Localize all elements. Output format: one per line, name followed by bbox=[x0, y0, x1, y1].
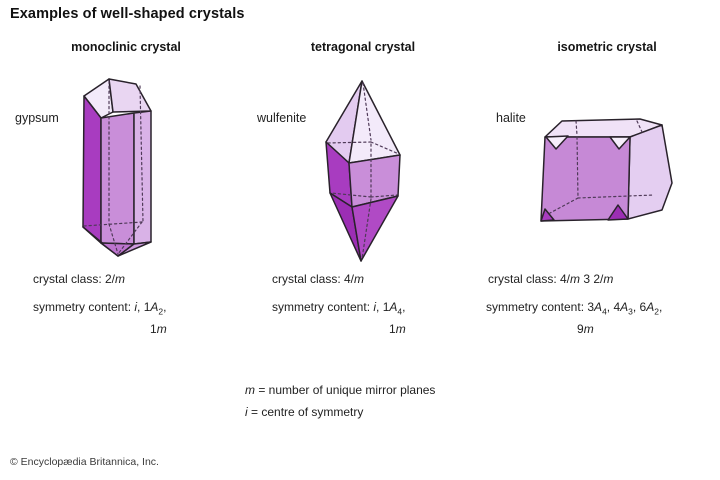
wulfenite-hidden-edge bbox=[362, 82, 372, 141]
crystal-class-monoclinic: crystal class: 2/m bbox=[33, 272, 126, 286]
label-wulfenite: wulfenite bbox=[257, 111, 307, 125]
symmetry-content-monoclinic-line2: 1m bbox=[150, 322, 167, 336]
halite-right-face bbox=[627, 124, 673, 220]
header-tetragonal: tetragonal crystal bbox=[310, 40, 416, 54]
wulfenite-hidden-edge bbox=[330, 192, 372, 198]
halite-corner-facet-top-left bbox=[545, 135, 569, 150]
wulfenite-hidden-edge bbox=[361, 198, 372, 260]
halite-corner-facet-bottom-right bbox=[607, 204, 629, 221]
halite-hidden-edge bbox=[576, 136, 579, 199]
halite-hidden-edge bbox=[577, 194, 655, 199]
gypsum-bevel-right-face bbox=[117, 241, 152, 257]
gypsum-left-face bbox=[82, 95, 102, 244]
gypsum-hidden-edge bbox=[83, 221, 143, 227]
halite-crystal-illustration bbox=[540, 118, 673, 222]
crystal-class-isometric: crystal class: 4/m 3 2/m bbox=[488, 272, 614, 286]
header-isometric: isometric crystal bbox=[557, 40, 657, 54]
halite-hidden-edge bbox=[636, 120, 643, 133]
symmetry-content-monoclinic: symmetry content: i, 1A2, bbox=[33, 300, 167, 317]
halite-hidden-edge bbox=[549, 197, 579, 214]
symmetry-content-tetragonal-line2: 1m bbox=[389, 322, 406, 336]
label-halite: halite bbox=[496, 111, 526, 125]
wulfenite-hidden-edge bbox=[326, 141, 372, 144]
wulfenite-hidden-edge bbox=[370, 141, 400, 155]
symmetry-content-tetragonal: symmetry content: i, 1A4, bbox=[272, 300, 406, 317]
halite-corner-facet-top-right bbox=[609, 136, 631, 150]
symmetry-content-isometric: symmetry content: 3A4, 4A3, 6A2, bbox=[486, 300, 663, 317]
crystal-class-tetragonal: crystal class: 4/m bbox=[272, 272, 365, 286]
gypsum-cap-right-face bbox=[108, 78, 152, 113]
wulfenite-crystal-illustration bbox=[325, 80, 401, 262]
gypsum-hidden-edge bbox=[108, 223, 119, 255]
gypsum-hidden-edge bbox=[117, 221, 143, 255]
page-title: Examples of well-shaped crystals bbox=[10, 6, 245, 22]
halite-corner-facet-bottom-left bbox=[540, 208, 555, 222]
gypsum-hidden-edge bbox=[139, 85, 144, 223]
wulfenite-lower-front-face bbox=[351, 195, 399, 262]
halite-hidden-edge bbox=[575, 120, 578, 136]
copyright-notice: © Encyclopædia Britannica, Inc. bbox=[10, 456, 159, 468]
gypsum-crystal-illustration bbox=[82, 78, 152, 257]
label-gypsum: gypsum bbox=[15, 111, 59, 125]
header-monoclinic: monoclinic crystal bbox=[71, 40, 181, 54]
symmetry-content-isometric-line2: 9m bbox=[577, 322, 594, 336]
wulfenite-hidden-edge bbox=[370, 194, 398, 198]
legend-mirror-planes: m = number of unique mirror planes bbox=[245, 383, 436, 397]
legend-centre-of-symmetry: i = centre of symmetry bbox=[245, 405, 364, 419]
